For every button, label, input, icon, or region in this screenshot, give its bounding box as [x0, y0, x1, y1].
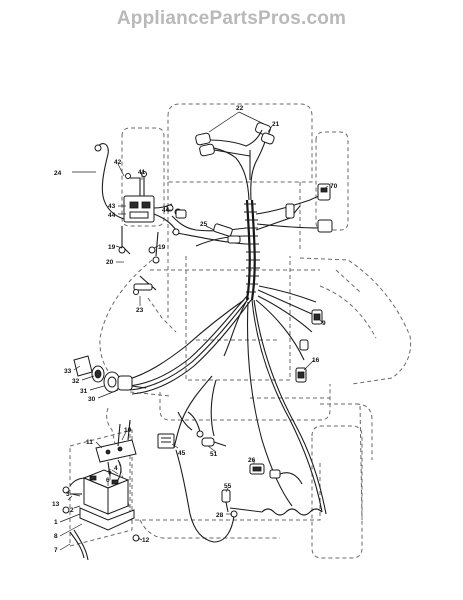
callout-31: 31	[80, 388, 88, 395]
component-55	[221, 489, 238, 518]
tractor-body-outline	[69, 103, 412, 559]
callout-28: 28	[216, 512, 224, 519]
callout-12: 12	[142, 537, 150, 544]
callout-13: 13	[52, 501, 60, 508]
callout-32: 32	[72, 378, 80, 385]
callout-70: 70	[330, 183, 338, 190]
callout-6: 6	[106, 477, 110, 484]
callout-45: 45	[178, 450, 186, 457]
callout-55: 55	[224, 483, 232, 490]
callout-26: 26	[248, 457, 256, 464]
callout-16: 16	[312, 357, 320, 364]
headlight-assembly	[195, 122, 275, 157]
module-45	[157, 411, 204, 449]
callout-20: 20	[106, 259, 114, 266]
callout-51: 51	[210, 451, 218, 458]
callout-1: 1	[54, 519, 58, 526]
switch-9	[299, 309, 323, 351]
leader-lines	[59, 111, 329, 551]
callout-labels: 22 21 24 42 41 43 44 44 70 25 19 19 20 2…	[52, 105, 338, 554]
callout-44-right: 44	[162, 207, 170, 214]
callout-5: 5	[108, 469, 112, 476]
callout-2: 2	[70, 507, 74, 514]
battery-assembly	[62, 459, 140, 561]
callout-23: 23	[136, 307, 144, 314]
callout-24: 24	[54, 170, 62, 177]
callout-19-left: 19	[108, 244, 116, 251]
callout-4: 4	[114, 465, 118, 472]
callout-43: 43	[108, 203, 116, 210]
main-harness	[125, 131, 329, 543]
switch-16	[295, 367, 307, 383]
callout-41: 41	[138, 169, 146, 176]
callout-11: 11	[86, 439, 93, 446]
watermark: AppliancePartsPros.com	[116, 8, 347, 29]
callout-8: 8	[54, 533, 58, 540]
connector-25	[175, 209, 241, 244]
callout-3: 3	[66, 491, 70, 498]
component-26	[249, 463, 303, 485]
bracket-11	[95, 419, 137, 463]
component-51	[201, 437, 227, 447]
callout-21: 21	[272, 121, 280, 128]
callout-42: 42	[114, 159, 122, 166]
callout-19-right: 19	[158, 244, 166, 251]
callout-22: 22	[236, 105, 244, 112]
callout-30: 30	[88, 396, 96, 403]
callout-7: 7	[54, 547, 58, 554]
callout-9: 9	[322, 320, 326, 327]
callout-44-left: 44	[108, 212, 116, 219]
callout-33: 33	[64, 368, 72, 375]
components-30-33	[73, 355, 147, 393]
switch-70	[285, 183, 333, 233]
callout-25: 25	[200, 221, 208, 228]
ignition-cluster	[94, 143, 182, 295]
callout-10: 10	[124, 427, 132, 434]
